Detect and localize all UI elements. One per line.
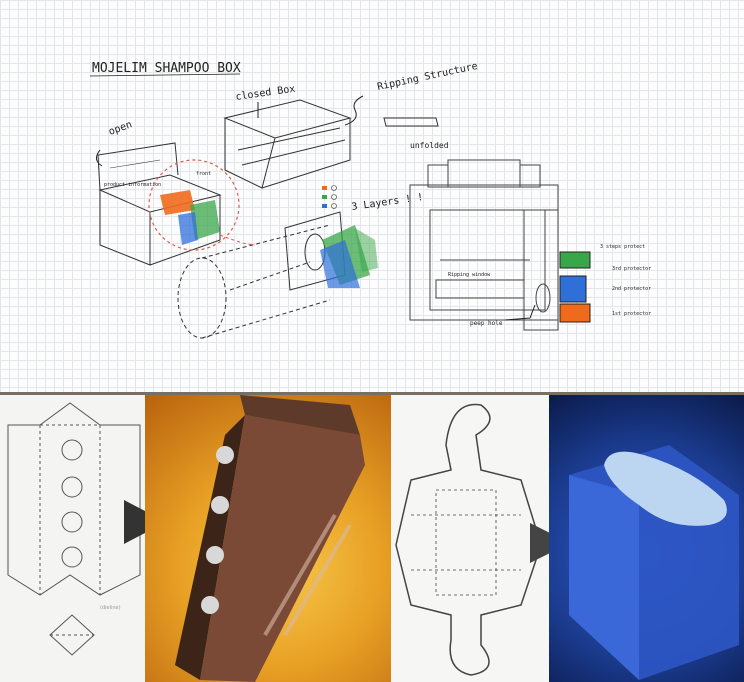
protector-1-label: 1st protector [612, 311, 651, 317]
closed-box-sketch [223, 99, 352, 189]
reference-strip: (dieline) [0, 395, 744, 682]
closed-box-label: closed Box [235, 84, 296, 103]
cylinder-sketch [177, 224, 331, 339]
protector-3-label: 3rd protector [612, 266, 651, 272]
layer-green [190, 200, 220, 240]
protector-1-block [559, 303, 591, 323]
unfolded-label: unfolded [410, 141, 449, 150]
protector-2-label: 2nd protector [612, 286, 651, 292]
layers-label: 3 Layers ! ! [351, 192, 424, 213]
steps-label: 3 steps protect [600, 244, 645, 250]
layer-blue [178, 212, 198, 245]
reference-photo-chocolate-box [145, 395, 391, 682]
panel-divider [0, 392, 744, 395]
concept-sketch: MOJELIM SHAMPOO BOX open product informa… [89, 61, 651, 339]
protector-2-block [559, 275, 587, 303]
product-info-label: product information [104, 182, 161, 188]
ripping-window-label: Ripping window [448, 272, 491, 278]
open-label: open [107, 119, 133, 138]
reference-photo-blue-box [549, 395, 744, 682]
ripping-structure-label: Ripping Structure [376, 61, 478, 93]
front-label: front [196, 171, 211, 177]
sketch-panel: MOJELIM SHAMPOO BOX open product informa… [0, 0, 744, 392]
layer-orange [160, 190, 195, 215]
zoom-circle [148, 159, 240, 251]
reference-dieline-1: (dieline) [0, 395, 145, 682]
reference-dieline-2 [391, 395, 549, 682]
layer-legend [322, 185, 337, 209]
sketch-title: MOJELIM SHAMPOO BOX [92, 61, 241, 76]
protector-3-block [559, 251, 591, 269]
dieline-caption: (dieline) [100, 605, 121, 611]
unfolded-dieline [409, 159, 559, 331]
peep-hole-label: peep hole [470, 320, 503, 327]
open-box-sketch [97, 142, 222, 266]
